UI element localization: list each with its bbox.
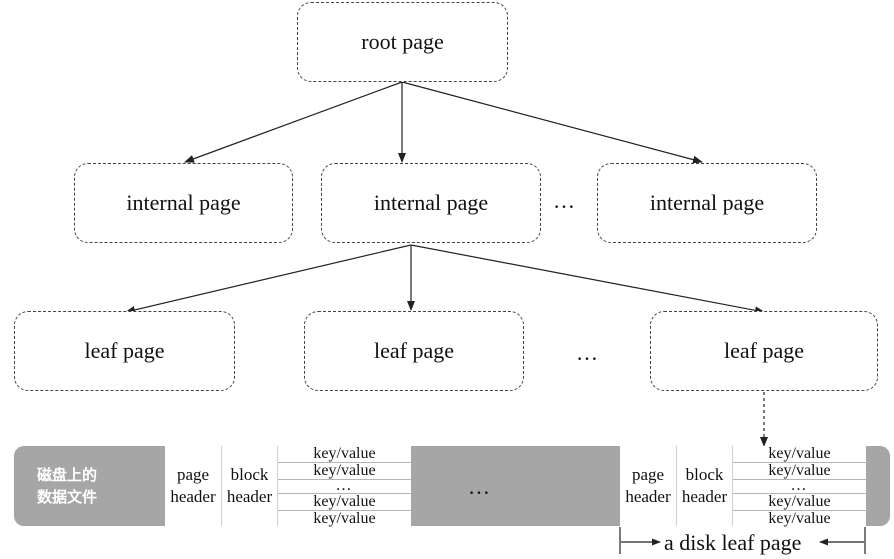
- key-value-ellipsis: …: [733, 478, 866, 494]
- block-header-cell: block header: [677, 446, 733, 526]
- key-value-entry: key/value: [278, 463, 411, 480]
- edge-root-internal-3: [401, 81, 703, 164]
- key-value-entry: key/value: [278, 446, 411, 463]
- key-value-ellipsis: …: [278, 478, 411, 494]
- block-header-line2: header: [226, 487, 273, 506]
- root-page-label: root page: [361, 29, 444, 54]
- internal-page-label: internal page: [126, 190, 241, 215]
- leaf-page-label: leaf page: [724, 338, 804, 363]
- disk-file-label-line1: 磁盘上的: [37, 466, 98, 484]
- internal-page-label: internal page: [649, 190, 765, 215]
- leaf-ellipsis: …: [576, 340, 600, 365]
- page-header-cell: page header: [165, 446, 222, 526]
- page-header-line1: page: [631, 465, 665, 484]
- key-value-entry: key/value: [733, 463, 866, 480]
- leaf-page-node-1: leaf page: [14, 311, 235, 391]
- page-header-cell: page header: [620, 446, 677, 526]
- disk-middle-ellipsis: …: [468, 474, 492, 499]
- root-page-node: root page: [297, 2, 508, 82]
- edge-internal-leaf-3: [410, 244, 765, 315]
- edge-internal-leaf-1: [125, 244, 412, 314]
- disk-file-label: 磁盘上的 数据文件: [37, 464, 157, 508]
- disk-leaf-page-caption: a disk leaf page: [664, 530, 802, 555]
- key-value-entry: key/value: [768, 510, 831, 527]
- key-value-column: key/value key/value … key/value key/valu…: [733, 446, 866, 527]
- block-header-line1: block: [230, 465, 269, 484]
- block-header-line2: header: [681, 487, 728, 506]
- leaf-page-node-3: leaf page: [650, 311, 878, 391]
- leaf-page-label: leaf page: [374, 338, 454, 363]
- leaf-page-label: leaf page: [84, 338, 165, 363]
- internal-page-node-3: internal page: [597, 163, 817, 243]
- key-value-entry: key/value: [733, 446, 866, 463]
- disk-file-label-line2: 数据文件: [37, 488, 98, 506]
- edge-root-internal-1: [184, 81, 403, 163]
- key-value-entry: key/value: [733, 494, 866, 511]
- key-value-column: key/value key/value … key/value key/valu…: [278, 446, 411, 527]
- block-header-cell: block header: [222, 446, 278, 526]
- key-value-entry: key/value: [313, 510, 376, 527]
- block-header-line1: block: [685, 465, 724, 484]
- key-value-entry: key/value: [278, 494, 411, 511]
- page-header-line2: header: [170, 487, 216, 506]
- internal-page-label: internal page: [373, 190, 489, 215]
- leaf-page-node-2: leaf page: [304, 311, 524, 391]
- page-header-line1: page: [176, 465, 210, 484]
- page-header-line2: header: [625, 487, 671, 506]
- internal-ellipsis: …: [553, 188, 577, 213]
- internal-page-node-2: internal page: [321, 163, 541, 243]
- internal-page-node-1: internal page: [74, 163, 293, 243]
